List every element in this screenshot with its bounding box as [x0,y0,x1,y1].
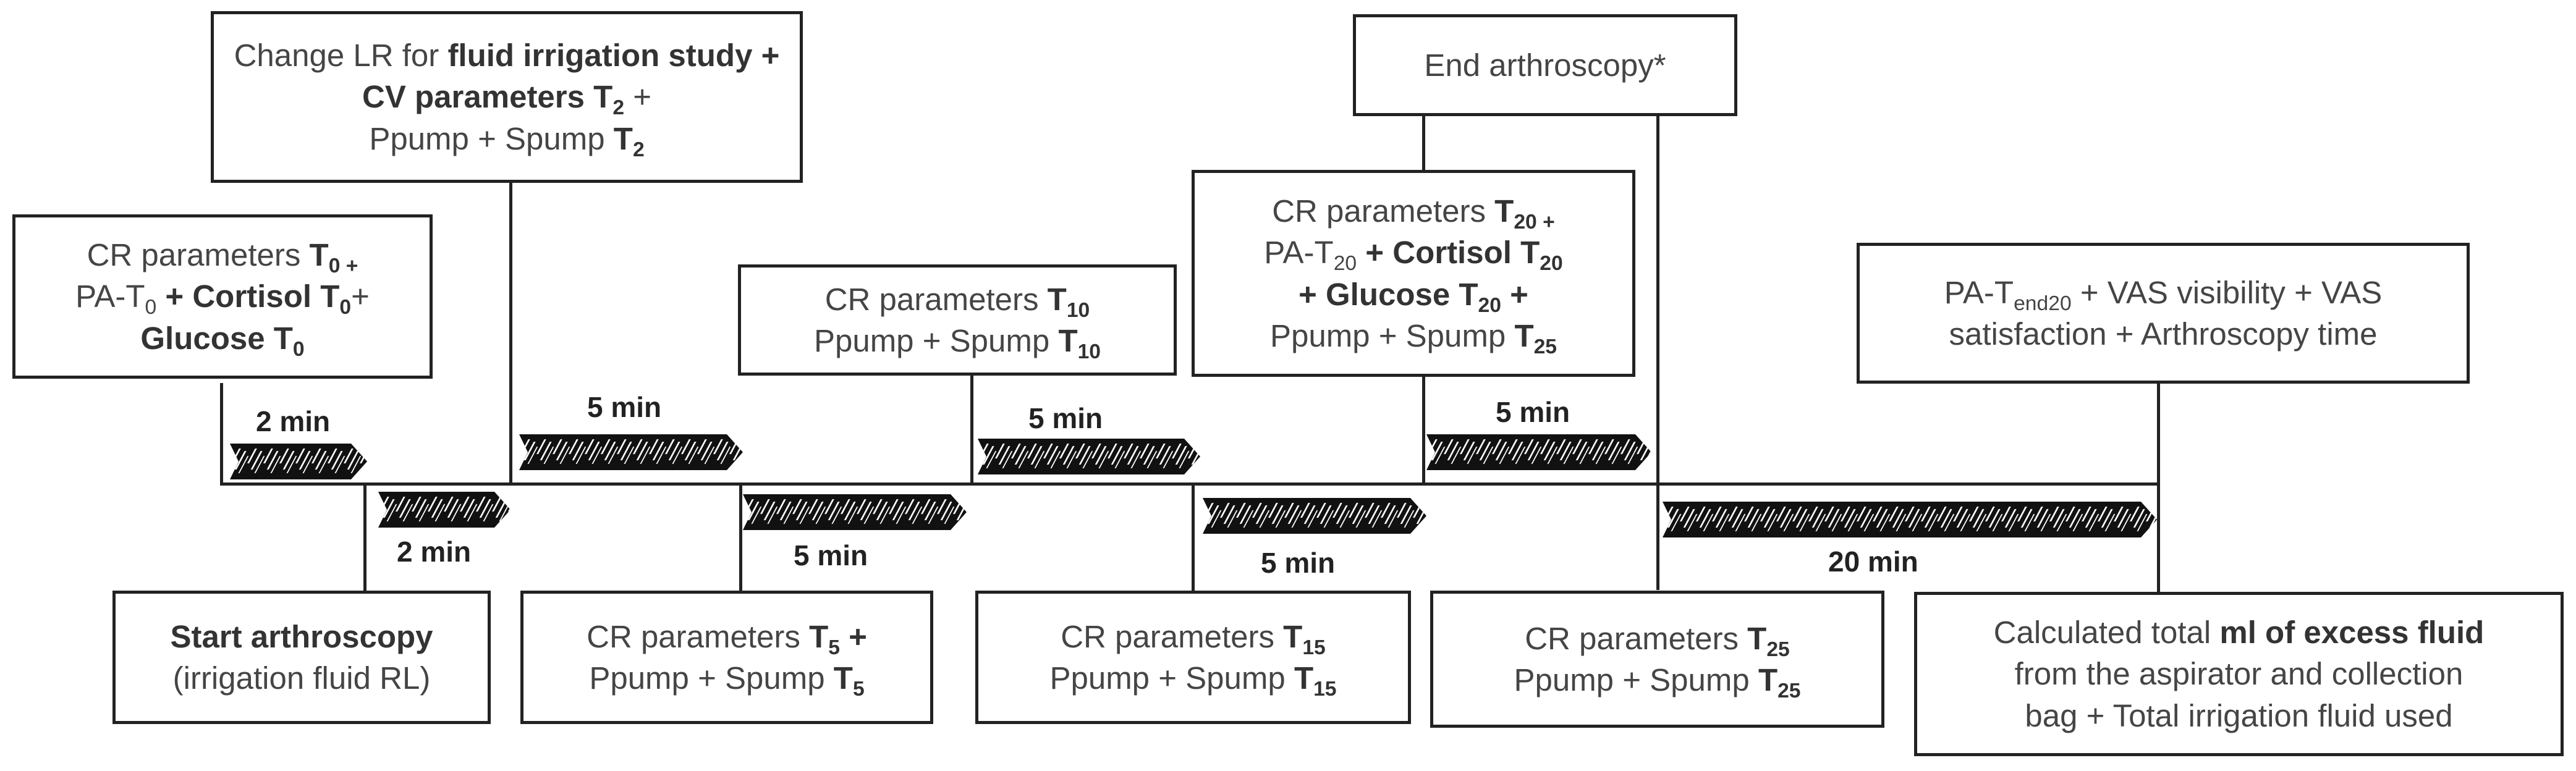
step-box-t5: CR parameters T5 + Ppump + Spump T5 [520,591,933,724]
step-box-end-arthroscopy: End arthroscopy* [1353,14,1737,116]
interval-arrow-2 [378,492,511,528]
connector-t10 [970,376,973,484]
step-box-t0: CR parameters T0 + PA-T0 + Cortisol T0+ … [12,214,433,379]
step-box-t20: CR parameters T20 + PA-T20 + Cortisol T2… [1192,170,1635,377]
step-box-final-assessment: PA-Tend20 + VAS visibility + VAS satisfa… [1857,243,2470,384]
main-timeline [221,482,2157,486]
interval-label-7: 5 min [1496,396,1570,428]
step-box-t15: CR parameters T15 Ppump + Spump T15 [975,591,1411,724]
connector-t15 [1192,484,1195,592]
interval-arrow-4 [743,494,967,530]
step-box-start-arthroscopy: Start arthroscopy (irrigation fluid RL) [112,591,491,724]
interval-label-5: 5 min [1028,402,1103,434]
connector-end [1656,114,1659,590]
connector-t5 [739,484,742,592]
connector-bottom-start [363,484,366,592]
interval-arrow-1 [230,444,367,479]
connector-t2 [509,182,512,484]
interval-label-8: 20 min [1828,546,1918,578]
step-box-t10: CR parameters T10 Ppump + Spump T10 [738,264,1177,376]
interval-arrow-7 [1426,434,1651,470]
interval-label-6: 5 min [1261,547,1336,579]
interval-label-3: 5 min [587,391,662,423]
step-box-t2: Change LR for fluid irrigation study + C… [211,11,803,183]
step-box-t25: CR parameters T25 Ppump + Spump T25 [1430,591,1884,728]
interval-arrow-6 [1203,498,1426,534]
interval-arrow-5 [978,439,1200,474]
interval-arrow-3 [519,434,743,470]
step-box-excess-fluid: Calculated total ml of excess fluid from… [1914,592,2564,756]
interval-label-4: 5 min [794,539,868,571]
interval-label-1: 2 min [256,405,331,437]
connector-final [2157,383,2160,593]
connector-start [220,383,223,486]
interval-arrow-8 [1663,502,2157,537]
interval-label-2: 2 min [397,536,472,568]
